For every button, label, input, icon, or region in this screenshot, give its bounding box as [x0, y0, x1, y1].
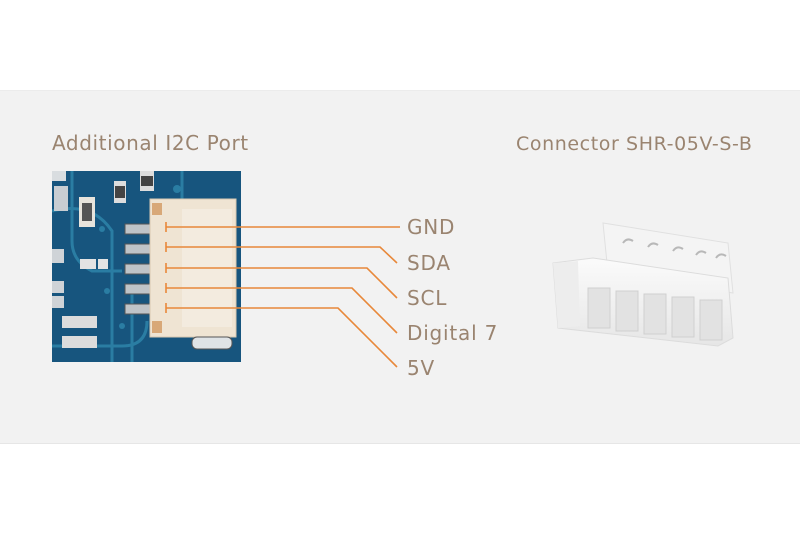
pin-label-5v: 5V — [407, 356, 436, 380]
pin-label-sda: SDA — [407, 251, 451, 275]
pin-label-scl: SCL — [407, 286, 448, 310]
pin-label-gnd: GND — [407, 215, 456, 239]
pcb-photo — [52, 171, 241, 362]
connector-photo — [548, 218, 748, 358]
pin-label-digital7: Digital 7 — [407, 321, 499, 345]
i2c-port-title: Additional I2C Port — [52, 131, 249, 155]
connector-title: Connector SHR-05V-S-B — [516, 133, 753, 155]
